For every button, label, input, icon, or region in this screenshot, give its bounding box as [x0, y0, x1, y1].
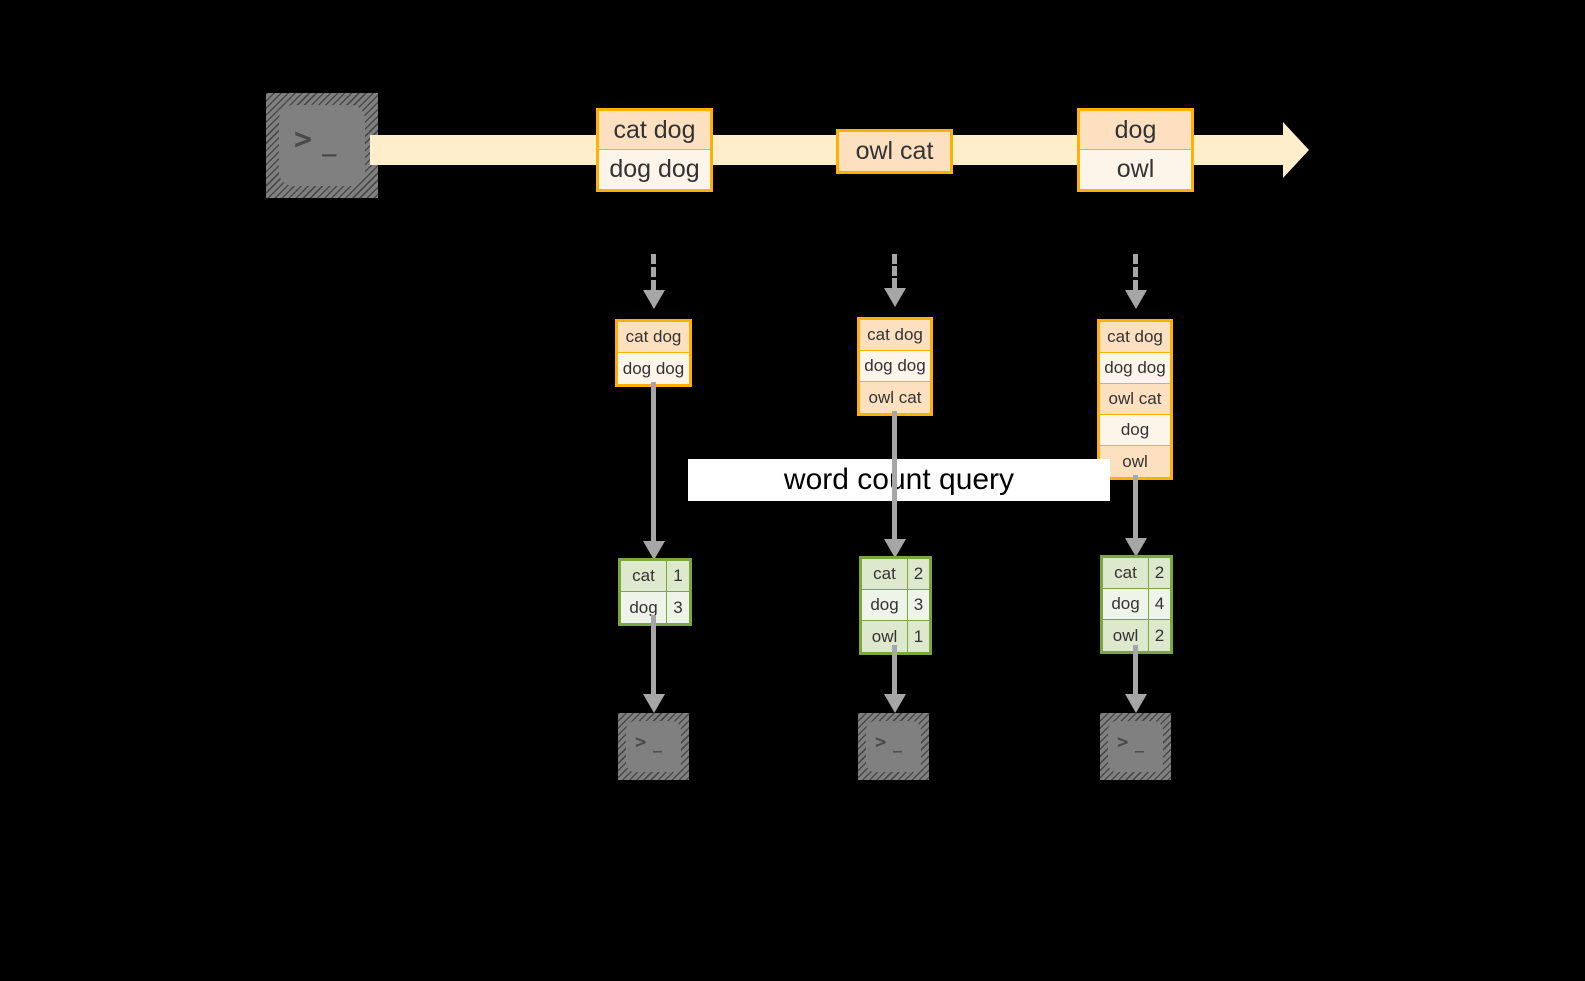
stream-batch-3: dog owl [1077, 108, 1194, 192]
state-record: dog dog [1100, 353, 1170, 384]
stream-batch-2: owl cat [836, 129, 953, 174]
record-stream-arrowhead-icon [1283, 122, 1309, 178]
consumer-terminal-chevron-icon: > [1117, 731, 1130, 753]
stream-record: dog [1080, 111, 1191, 150]
stream-to-state-connector [892, 254, 897, 288]
snapshot-3-query-connector [1133, 475, 1138, 548]
result-word: dog [862, 590, 908, 620]
state-record: dog dog [860, 351, 930, 382]
stream-record: owl [1080, 150, 1191, 189]
result-word: owl [1103, 620, 1149, 651]
result-word: cat [621, 561, 667, 591]
state-record: owl cat [1100, 384, 1170, 415]
stream-batch-1: cat dog dog dog [596, 108, 713, 192]
result-row: owl 1 [862, 621, 929, 652]
stream-to-state-connector [1133, 254, 1138, 290]
result-count: 3 [913, 595, 924, 614]
consumer-terminal-screen [626, 721, 681, 772]
consumer-terminal-cursor-icon: _ [893, 735, 904, 753]
state-record: cat dog [860, 320, 930, 351]
result-count: 2 [1154, 625, 1165, 645]
result-row: dog 3 [862, 590, 929, 621]
consumer-terminal-cursor-icon: _ [1135, 735, 1146, 753]
snapshot-3-output-connector [1133, 645, 1138, 699]
snapshot-1-query-connector [651, 382, 656, 550]
state-record: cat dog [618, 322, 689, 353]
state-record: owl [1100, 446, 1170, 477]
stream-to-state-arrowhead-icon [884, 288, 906, 307]
snapshot-2-result-table: cat 2 dog 3 owl 1 [859, 556, 932, 655]
snapshot-3-output-arrowhead-icon [1125, 694, 1147, 713]
stream-record: dog dog [599, 150, 710, 189]
snapshot-3-consumer-terminal-icon: > _ [1100, 713, 1171, 780]
state-record: dog [1100, 415, 1170, 446]
snapshot-1-output-connector [651, 615, 656, 699]
result-word: dog [1103, 589, 1149, 619]
snapshot-1-state-box: cat dog dog dog [615, 319, 692, 387]
consumer-terminal-cursor-icon: _ [653, 735, 664, 753]
producer-terminal-chevron-icon: > [294, 122, 314, 157]
stream-to-state-arrowhead-icon [643, 290, 665, 309]
snapshot-2-output-connector [892, 645, 897, 699]
snapshot-3-state-box: cat dog dog dog owl cat dog owl [1097, 319, 1173, 480]
state-record: dog dog [618, 353, 689, 384]
producer-terminal-cursor-icon: _ [322, 129, 338, 157]
consumer-terminal-screen [866, 721, 921, 772]
result-word: cat [1103, 558, 1149, 588]
word-count-query-label: word count query [688, 459, 1110, 501]
snapshot-2-consumer-terminal-icon: > _ [858, 713, 929, 780]
snapshot-3-query-arrowhead-icon [1125, 538, 1147, 557]
snapshot-2-query-arrowhead-icon [884, 539, 906, 558]
consumer-terminal-chevron-icon: > [875, 731, 888, 753]
producer-terminal-screen [279, 105, 365, 186]
result-count: 2 [1154, 563, 1165, 582]
stream-record: owl cat [839, 132, 950, 171]
stream-to-state-connector [651, 254, 656, 290]
result-row: cat 2 [862, 559, 929, 590]
result-count: 1 [913, 626, 924, 646]
consumer-terminal-screen [1108, 721, 1163, 772]
result-row: cat 1 [621, 561, 689, 592]
result-word: cat [862, 559, 908, 589]
snapshot-1-consumer-terminal-icon: > _ [618, 713, 689, 780]
snapshot-2-output-arrowhead-icon [884, 694, 906, 713]
state-record: cat dog [1100, 322, 1170, 353]
snapshot-1-result-table: cat 1 dog 3 [618, 558, 692, 626]
stream-to-state-arrowhead-icon [1125, 290, 1147, 309]
result-row: dog 4 [1103, 589, 1170, 620]
consumer-terminal-chevron-icon: > [635, 731, 648, 753]
snapshot-2-query-connector-overlay [892, 459, 897, 501]
snapshot-1-query-arrowhead-icon [643, 541, 665, 560]
result-count: 3 [673, 597, 683, 617]
result-count: 2 [913, 564, 924, 583]
snapshot-3-result-table: cat 2 dog 4 owl 2 [1100, 555, 1173, 654]
stream-record: cat dog [599, 111, 710, 150]
producer-terminal-icon: > _ [266, 93, 378, 198]
result-word: owl [862, 621, 908, 652]
result-count: 4 [1154, 594, 1165, 613]
snapshot-1-output-arrowhead-icon [643, 694, 665, 713]
snapshot-2-state-box: cat dog dog dog owl cat [857, 317, 933, 416]
result-word: dog [621, 592, 667, 623]
result-count: 1 [673, 566, 683, 585]
state-record: owl cat [860, 382, 930, 413]
result-row: cat 2 [1103, 558, 1170, 589]
